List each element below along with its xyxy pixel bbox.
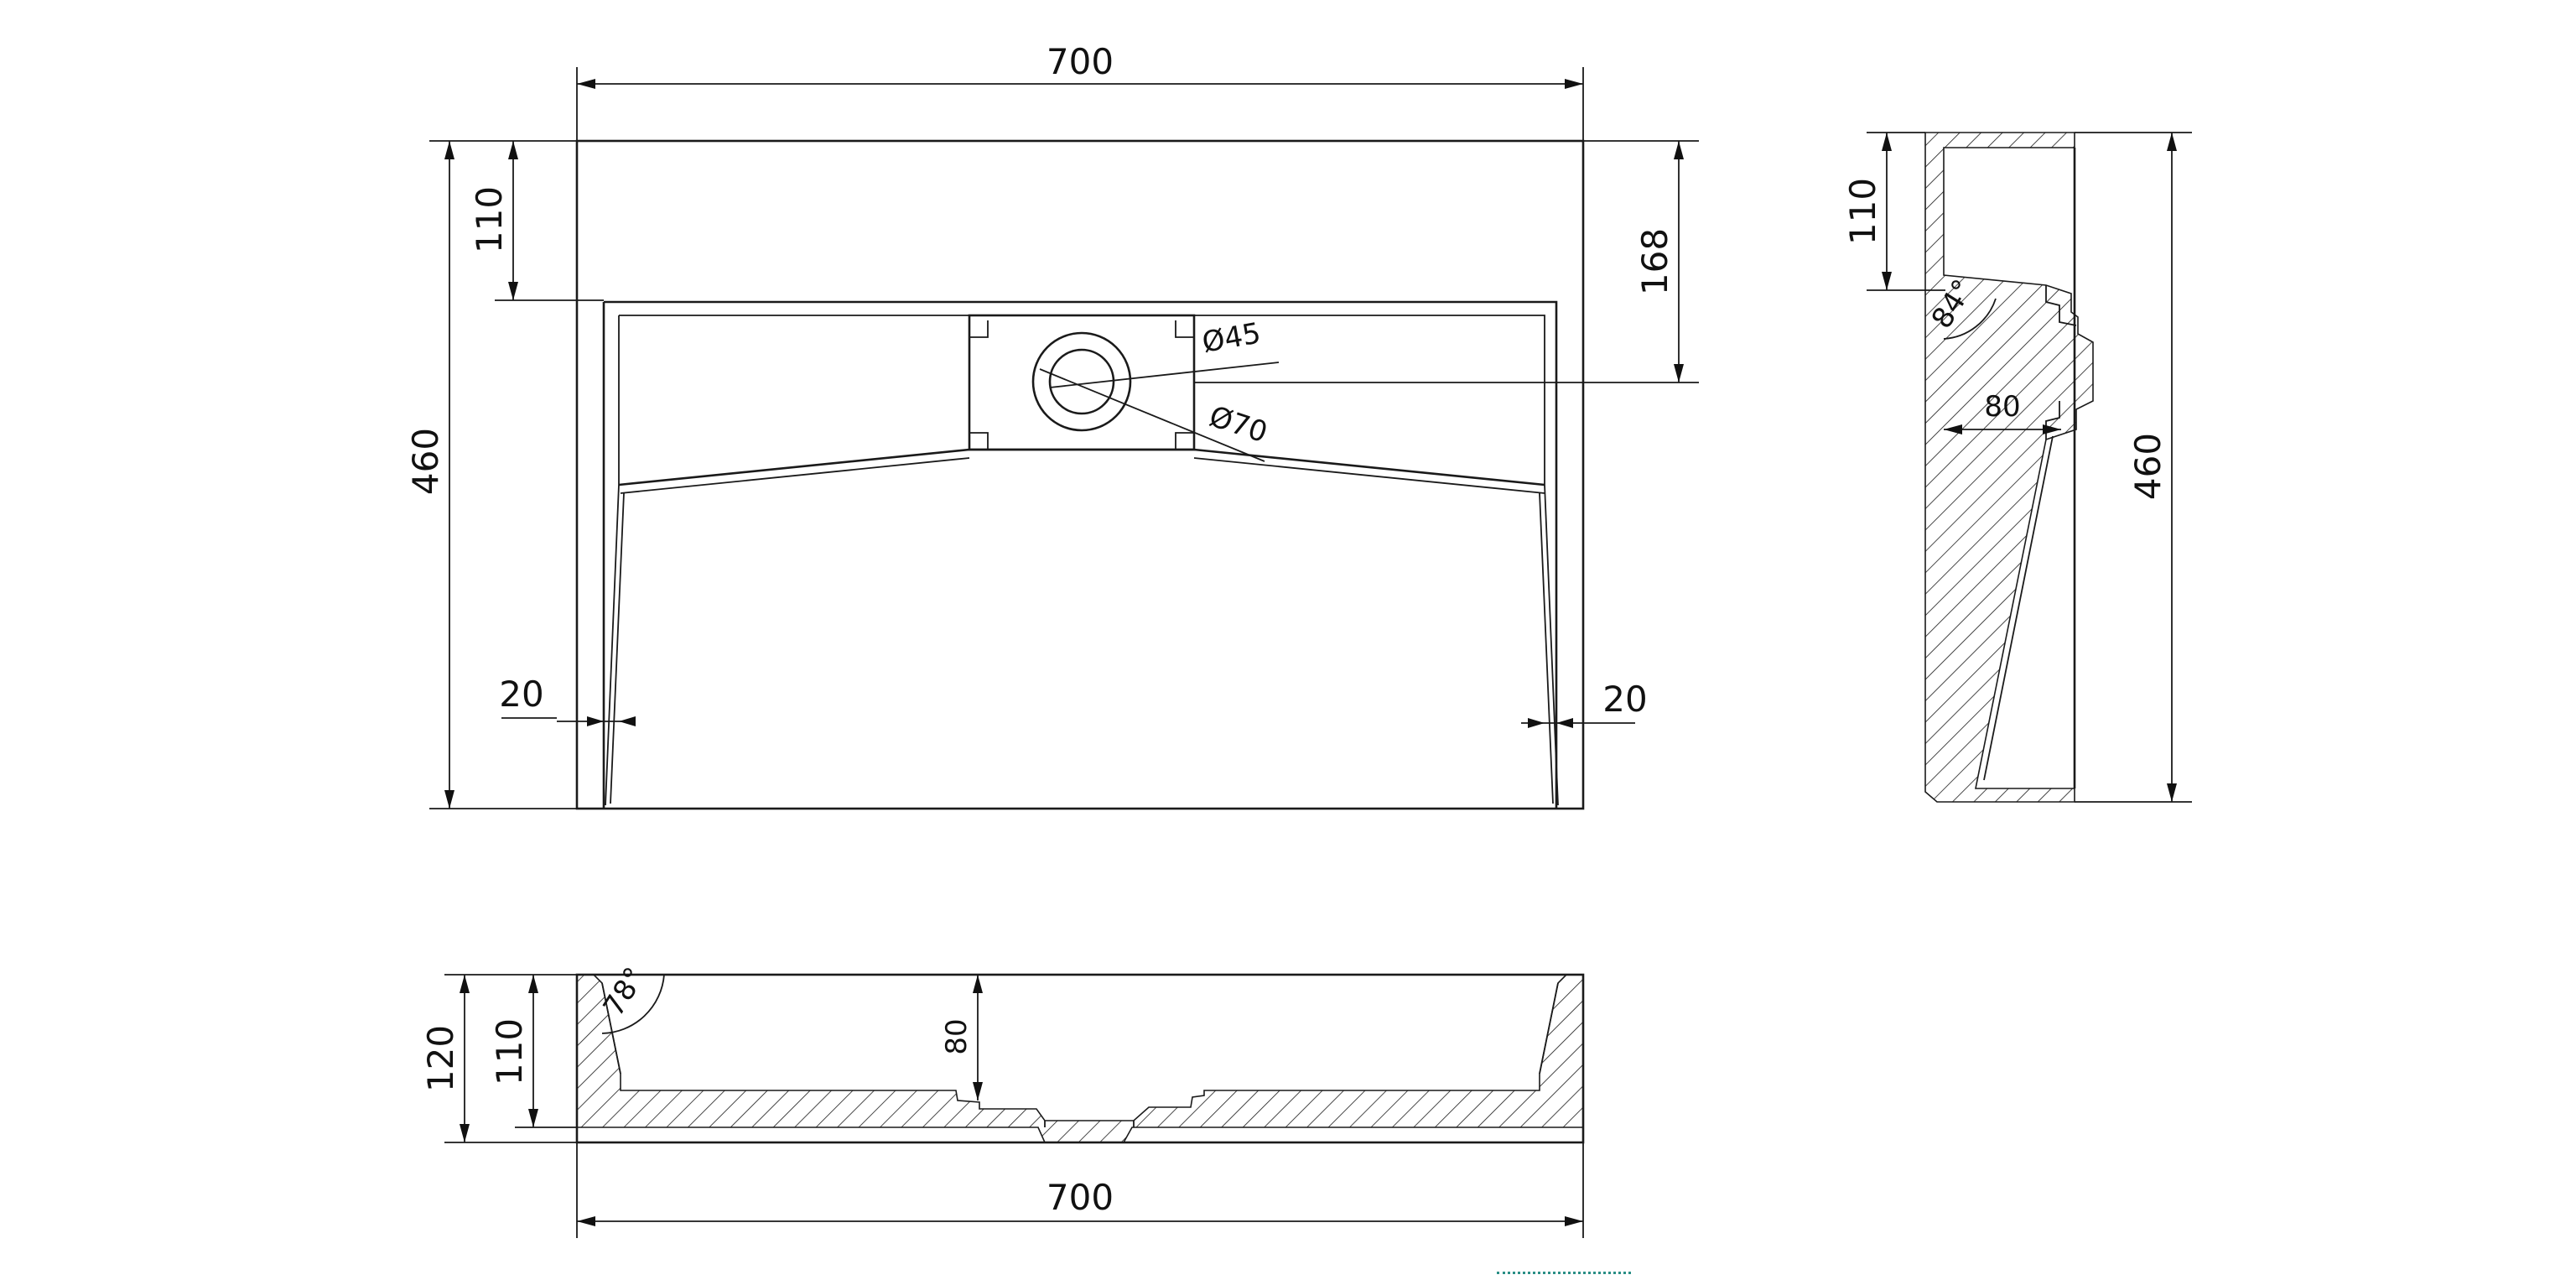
basin-slope-inner xyxy=(620,457,1545,494)
outer-diameter-label: Ø70 xyxy=(1205,400,1271,450)
side-wall-profile xyxy=(1924,132,2094,803)
left-margin-label: 20 xyxy=(499,674,543,715)
front-width-label: 700 xyxy=(1046,1177,1114,1218)
front-basin-height-label: 110 xyxy=(489,1018,530,1085)
top-height-label: 460 xyxy=(405,428,446,495)
front-section-profile xyxy=(576,974,1584,1143)
drain-inner-ring xyxy=(1048,348,1115,415)
top-width-label: 700 xyxy=(1046,41,1114,82)
basin-offset-label: 110 xyxy=(469,186,510,253)
basin-rim xyxy=(602,300,1558,809)
side-slope-inner xyxy=(1983,435,2054,781)
basin-inner xyxy=(618,315,1545,485)
inner-diameter-label: Ø45 xyxy=(1200,316,1264,360)
drain-outer-ring xyxy=(1031,331,1132,432)
front-total-height-label: 120 xyxy=(420,1025,461,1092)
right-margin-label: 20 xyxy=(1602,679,1647,720)
dotted-underline xyxy=(1497,1272,1631,1274)
front-angle-arc xyxy=(601,974,665,1034)
left-taper xyxy=(605,484,625,806)
side-view: 460 110 84° 80 xyxy=(1842,132,2192,803)
right-taper xyxy=(1539,484,1559,806)
side-angle-arc xyxy=(1943,298,1997,340)
drain-center-label: 168 xyxy=(1634,228,1675,295)
front-basin-inner xyxy=(601,982,1559,1127)
side-drain-offset-label: 80 xyxy=(1984,390,2020,424)
front-view: 78° 120 110 80 700 xyxy=(420,961,1585,1238)
top-view-outline xyxy=(575,139,1585,810)
top-view: 700 460 110 168 Ø45 Ø70 20 20 xyxy=(405,41,1699,810)
front-drain-height-label: 80 xyxy=(940,1018,974,1054)
side-basin-depth-label: 110 xyxy=(1842,178,1883,245)
side-height-label: 460 xyxy=(2127,433,2168,500)
dia45-leader xyxy=(1049,362,1280,388)
drain-plate-corners xyxy=(969,320,1194,450)
